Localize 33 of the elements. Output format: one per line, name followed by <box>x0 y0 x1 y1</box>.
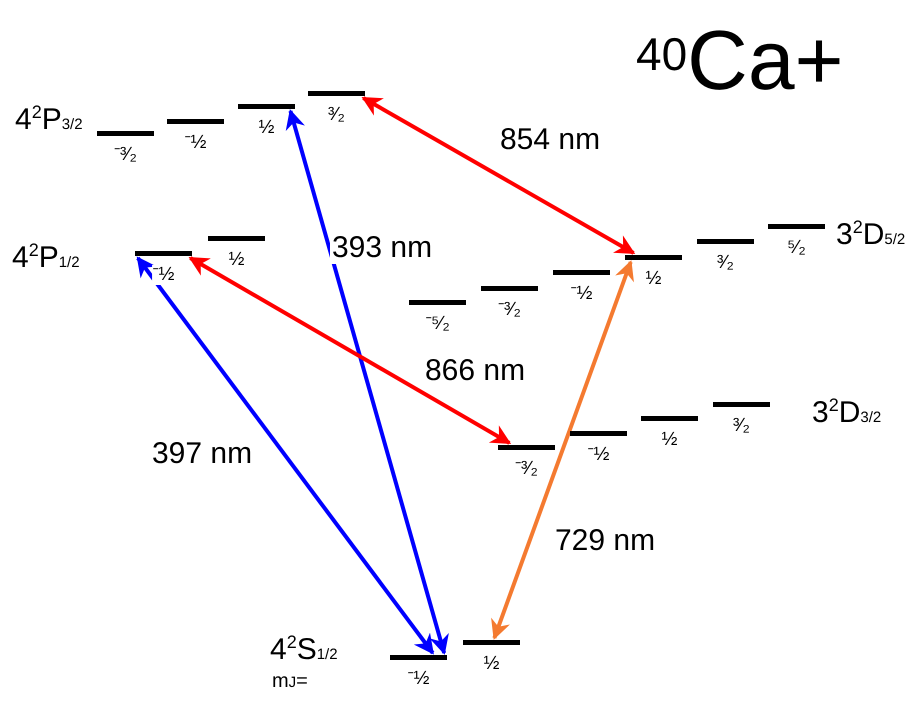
quantum-number-label: ⁻½ <box>152 265 176 285</box>
quantum-number-label: ⁻⁵⁄₂ <box>424 314 451 334</box>
quantum-number-label: ⁻³⁄₂ <box>497 300 522 320</box>
energy-level-bar <box>238 104 295 109</box>
energy-level-bar <box>697 239 754 244</box>
energy-level-bar <box>713 402 770 407</box>
energy-level-bar <box>390 655 447 660</box>
transition-arrow <box>136 256 434 655</box>
title: $^{40}$Ca+ <box>636 12 844 108</box>
energy-level-bar <box>409 300 466 305</box>
energy-level-bar <box>97 131 154 136</box>
quantum-number-label: ⁻³⁄₂ <box>113 145 138 165</box>
quantum-number-label: ⁵⁄₂ <box>786 238 807 258</box>
energy-level-bar <box>481 286 538 291</box>
energy-level-bar <box>498 445 555 450</box>
transition-arrow <box>188 256 512 445</box>
quantum-number-label: ³⁄₂ <box>716 253 735 273</box>
transition-arrow <box>362 96 636 255</box>
energy-level-bar <box>570 431 627 436</box>
energy-level-bar <box>553 270 610 275</box>
energy-level-bar <box>641 416 698 421</box>
quantum-number-label: ⁻³⁄₂ <box>514 459 539 479</box>
energy-level-bar <box>463 640 520 645</box>
energy-level-bar <box>208 236 265 241</box>
energy-level-bar <box>308 91 365 96</box>
quantum-number-label: ³⁄₂ <box>327 105 346 125</box>
energy-level-bar <box>625 255 682 260</box>
energy-level-bar <box>167 119 224 124</box>
energy-level-bar <box>768 224 825 229</box>
energy-level-bar <box>135 251 192 256</box>
quantum-number-label: ³⁄₂ <box>732 416 751 436</box>
transition-arrow <box>286 109 449 655</box>
transition-arrow <box>491 260 634 640</box>
